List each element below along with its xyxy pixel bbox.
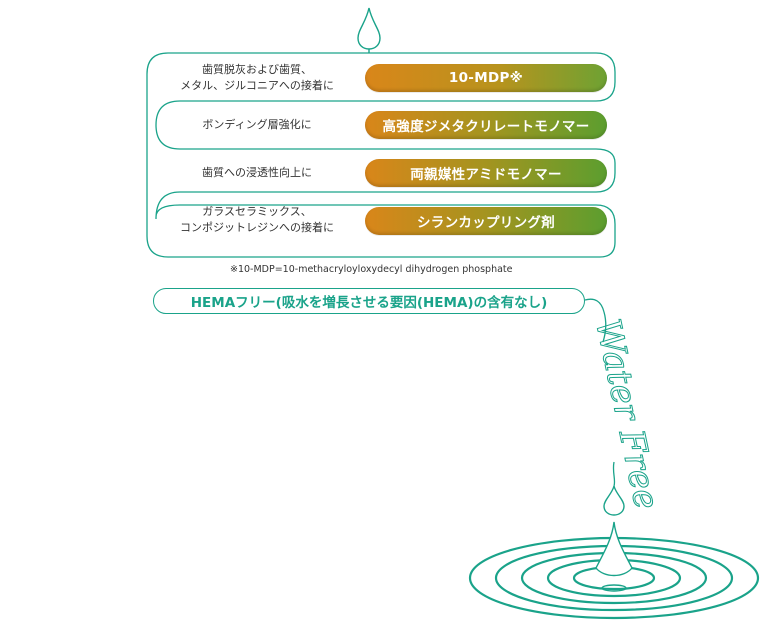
ingredient-pill: 10-MDP※	[365, 64, 607, 92]
ingredient-pill: 両親媒性アミドモノマー	[365, 159, 607, 187]
falling-water-drop	[603, 485, 625, 516]
water-free-script: Water Free	[587, 316, 666, 513]
ingredient-pill: 高強度ジメタクリレートモノマー	[365, 111, 607, 139]
splash-drop	[595, 521, 633, 577]
hema-free-banner: HEMAフリー(吸水を増長させる要因(HEMA)の含有なし)	[153, 288, 585, 314]
serpentine-line	[146, 52, 616, 258]
ripple-rings	[468, 536, 760, 620]
row-description: ボンディング層強化に	[202, 118, 312, 131]
footnote: ※10-MDP=10-methacryloyloxydecyl dihydrog…	[230, 264, 513, 275]
ingredient-pill: シランカップリング剤	[365, 207, 607, 235]
row-description: 歯質への浸透性向上に	[202, 166, 312, 179]
flow-line	[584, 298, 607, 343]
row-description: ガラスセラミックス、 コンポジットレジンへの接着に	[180, 205, 334, 234]
top-water-drop	[357, 7, 381, 50]
row-description: 歯質脱灰および歯質、 メタル、ジルコニアへの接着に	[180, 63, 334, 92]
